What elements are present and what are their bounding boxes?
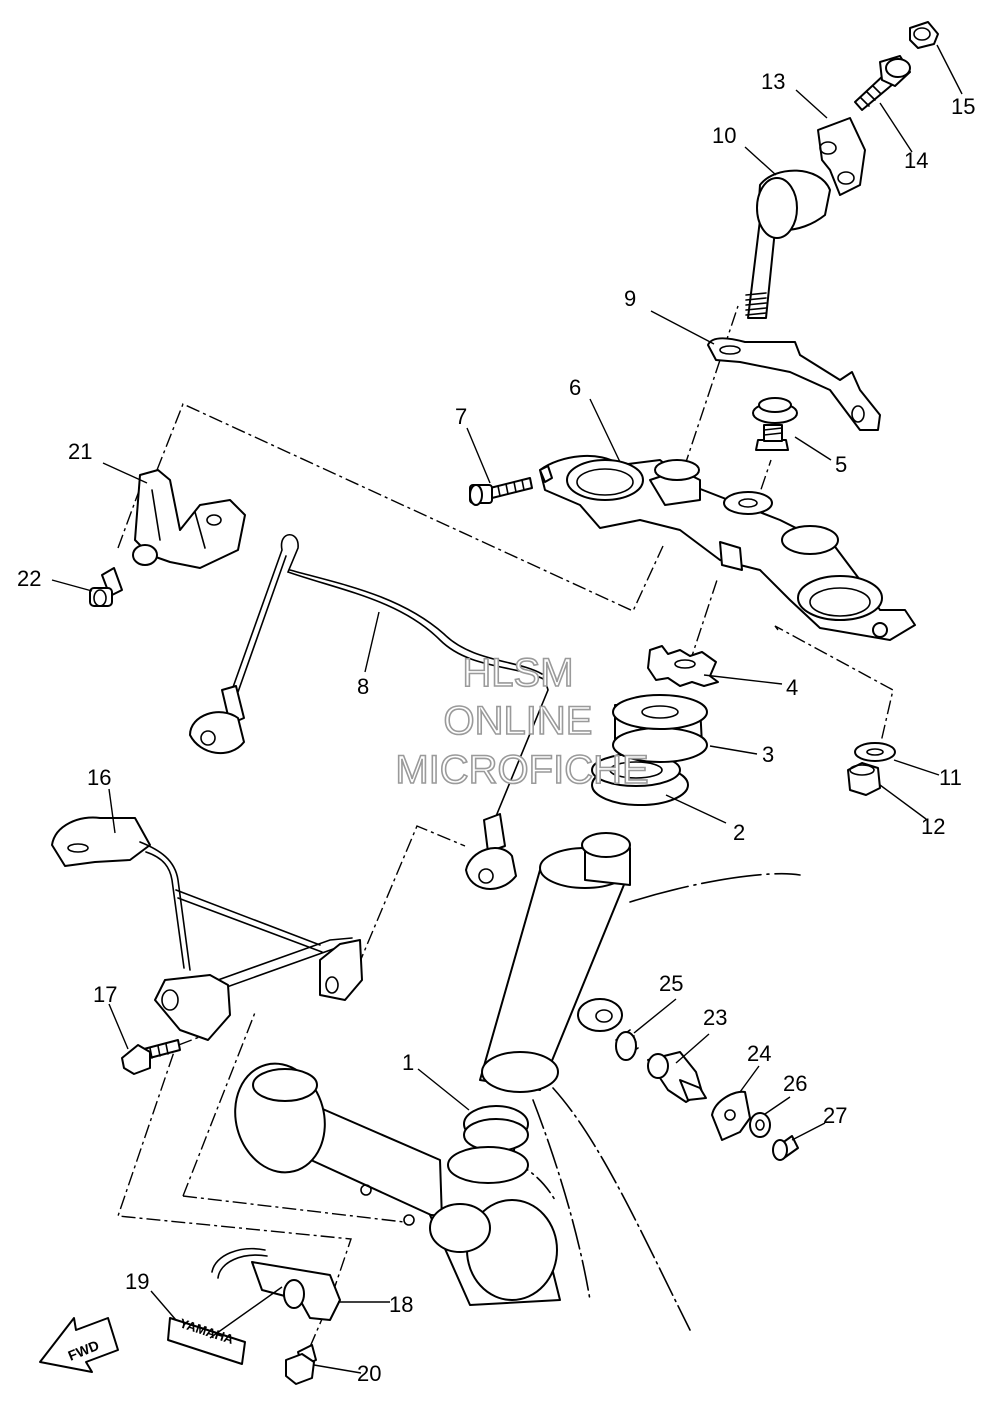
emblem-bracket-18	[211, 1248, 341, 1321]
screw-27	[772, 1135, 799, 1161]
callout-27: 27	[823, 1103, 847, 1128]
callout-19: 19	[125, 1269, 149, 1294]
bearing-and-race	[591, 694, 708, 806]
handlebar-holder	[745, 169, 831, 319]
callout-17: 17	[93, 982, 117, 1007]
callout-13: 13	[761, 69, 785, 94]
plate-24	[711, 1090, 751, 1141]
callout-20: 20	[357, 1361, 381, 1386]
bolt-17	[121, 1039, 181, 1075]
callout-8: 8	[357, 674, 369, 699]
callout-25: 25	[659, 971, 683, 996]
lock-cylinder-23	[647, 1051, 707, 1103]
callout-1: 1	[402, 1050, 414, 1075]
callout-9: 9	[624, 286, 636, 311]
callout-21: 21	[68, 439, 92, 464]
bolt-14	[854, 55, 911, 111]
emblem-19: YAMAHA	[167, 1316, 246, 1365]
callout-14: 14	[904, 148, 928, 173]
callout-18: 18	[389, 1292, 413, 1317]
callout-6: 6	[569, 375, 581, 400]
assembly-lines	[117, 305, 894, 1371]
leader-lines	[51, 44, 963, 1374]
watermark-line-1: HLSM	[462, 651, 573, 695]
fwd-direction-badge: FWD	[39, 1317, 119, 1373]
watermark-line-2: ONLINE	[444, 699, 593, 743]
stay-plate-9	[707, 337, 881, 431]
spring-25	[615, 1029, 639, 1061]
bolt-7	[469, 477, 533, 506]
callout-24: 24	[747, 1041, 771, 1066]
callout-2: 2	[733, 820, 745, 845]
callout-23: 23	[703, 1005, 727, 1030]
steering-stem	[234, 832, 631, 1306]
rod-8	[189, 533, 549, 890]
washer-26	[749, 1112, 771, 1138]
nut-15	[909, 21, 939, 49]
callout-11: 11	[939, 765, 962, 790]
nut-12	[847, 762, 881, 796]
bolt-22	[89, 567, 123, 607]
callout-10: 10	[712, 123, 736, 148]
callout-4: 4	[786, 675, 798, 700]
washer-11	[854, 742, 896, 762]
under-bracket	[539, 454, 916, 641]
callout-12: 12	[921, 814, 945, 839]
callout-5: 5	[835, 452, 847, 477]
bolt-5	[752, 397, 798, 451]
ring-nut	[647, 645, 719, 687]
watermark: HLSM ONLINE MICROFICHE	[395, 650, 650, 793]
callout-numbers: 1 2 3 4 5 6 7 8 9 10 11 12 13 14 15 16 1…	[17, 69, 975, 1386]
bracket-21	[132, 469, 246, 569]
callout-3: 3	[762, 742, 774, 767]
callout-22: 22	[17, 566, 41, 591]
callout-26: 26	[783, 1071, 807, 1096]
watermark-line-3: MICROFICHE	[395, 748, 648, 792]
callout-16: 16	[87, 765, 111, 790]
bolt-20	[285, 1344, 317, 1385]
stay-16	[51, 816, 363, 1041]
callout-7: 7	[455, 404, 467, 429]
clamp-13	[817, 117, 866, 196]
callout-15: 15	[951, 94, 975, 119]
